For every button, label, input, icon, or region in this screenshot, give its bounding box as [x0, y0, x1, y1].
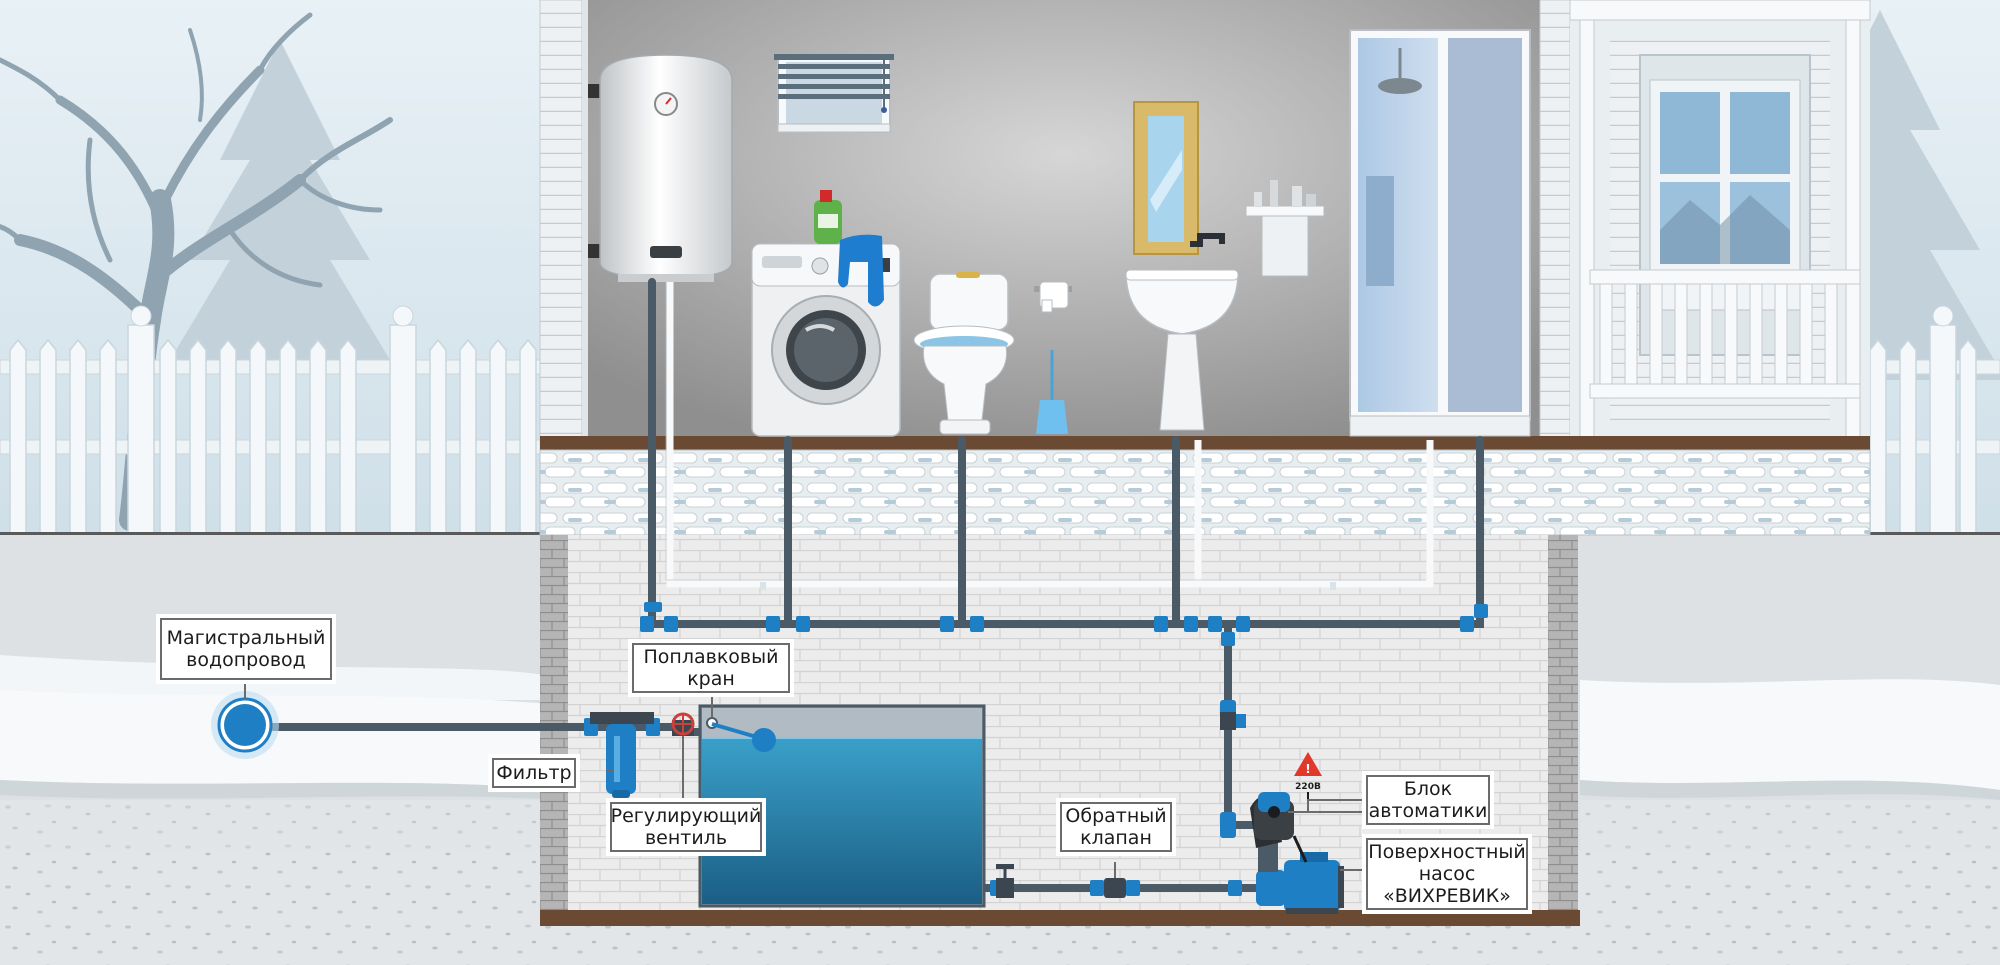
basement-side-right: [1548, 535, 1578, 910]
voltage-label: 220В: [1295, 782, 1321, 792]
valve-icon: [1220, 712, 1246, 730]
main-line-icon: [211, 691, 279, 759]
label-surface-pump: Поверхностный насос «ВИХРЕВИК»: [1366, 838, 1528, 910]
snow-layer-right: [1580, 679, 2000, 790]
towel-icon: [838, 234, 884, 307]
fence-icon: [0, 305, 541, 536]
toilet-icon: [913, 272, 1015, 435]
house-wall-left: [539, 0, 583, 441]
label-main-line: Магистральный водопровод: [160, 618, 332, 680]
leader-lines: [244, 682, 1365, 878]
svg-text:!: !: [1305, 762, 1310, 776]
label-check-valve: Обратный клапан: [1060, 802, 1172, 852]
floor-slab: [540, 436, 1870, 450]
label-filter: Фильтр: [492, 758, 576, 788]
hot-water-pipe: [666, 282, 1434, 588]
automation-block-icon: [1250, 792, 1308, 872]
regulating-valve-icon: [671, 712, 695, 736]
detergent-bottle-icon: [814, 190, 842, 244]
porch: [1569, 0, 1871, 441]
water-heater-icon: [588, 54, 733, 282]
basement-floor: [540, 910, 1580, 926]
outlet-valve-icon: [996, 864, 1014, 898]
label-automation-block: Блок автоматики: [1366, 775, 1490, 825]
label-regulating-valve: Регулирующий вентиль: [610, 802, 762, 852]
water-tank-icon: [698, 704, 986, 908]
snow-layer-left: [0, 690, 560, 790]
foundation: [539, 449, 1871, 536]
fence-right: [1859, 305, 2000, 536]
bathroom-shelf-icon: [1245, 180, 1325, 277]
filter-icon: [590, 712, 654, 798]
check-valve-icon: [1104, 878, 1126, 898]
mirror-icon: [1133, 101, 1199, 255]
sink-icon: [1125, 233, 1239, 431]
shower-cabin-icon: [1349, 29, 1531, 437]
toilet-paper-icon: [1034, 281, 1072, 313]
window-icon: [774, 54, 894, 133]
label-float-valve: Поплавковый кран: [632, 643, 790, 693]
basement-side-left: [540, 535, 568, 910]
pump-icon: [1256, 852, 1344, 914]
house-wall-right: [1539, 0, 1571, 441]
toilet-brush-icon: [1036, 350, 1068, 434]
